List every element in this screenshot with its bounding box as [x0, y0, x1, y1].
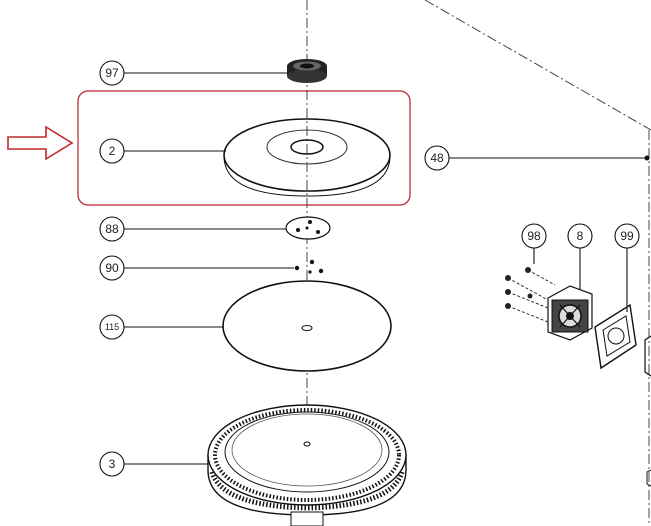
callout-98: 98	[521, 223, 547, 249]
svg-text:8: 8	[577, 229, 584, 243]
svg-text:97: 97	[105, 66, 119, 80]
svg-text:88: 88	[105, 222, 119, 236]
leader-48-end-dot	[644, 155, 650, 161]
part-88-plate	[285, 216, 331, 240]
part-98-screws	[505, 267, 556, 323]
part-8-motor	[547, 285, 593, 341]
callout-8: 8	[567, 223, 593, 249]
part-2-disc	[223, 118, 391, 197]
callout-48: 48	[424, 145, 450, 171]
diagonal-axis-line	[424, 0, 651, 131]
svg-text:98: 98	[527, 229, 541, 243]
part-97-nut	[287, 59, 327, 83]
part-99-gasket	[594, 303, 637, 370]
callout-99: 99	[614, 223, 640, 249]
callout-97: 97	[99, 60, 125, 86]
svg-text:90: 90	[105, 261, 119, 275]
svg-text:115: 115	[105, 322, 119, 332]
callout-3: 3	[99, 451, 125, 477]
svg-text:99: 99	[620, 229, 634, 243]
callout-88: 88	[99, 216, 125, 242]
part-115-disc	[222, 280, 392, 372]
callout-115: 115	[99, 314, 125, 340]
partial-part-right-edge	[644, 335, 651, 377]
partial-part-right-edge-lower	[646, 469, 651, 487]
callout-2: 2	[99, 138, 125, 164]
leader-lines	[124, 72, 646, 465]
highlight-box	[77, 90, 411, 206]
red-pointer-arrow	[7, 125, 74, 161]
part-3-platter	[207, 404, 407, 526]
part-90-screws	[294, 259, 324, 274]
svg-text:48: 48	[430, 151, 444, 165]
svg-text:3: 3	[109, 457, 116, 471]
callout-90: 90	[99, 255, 125, 281]
svg-text:2: 2	[109, 144, 116, 158]
